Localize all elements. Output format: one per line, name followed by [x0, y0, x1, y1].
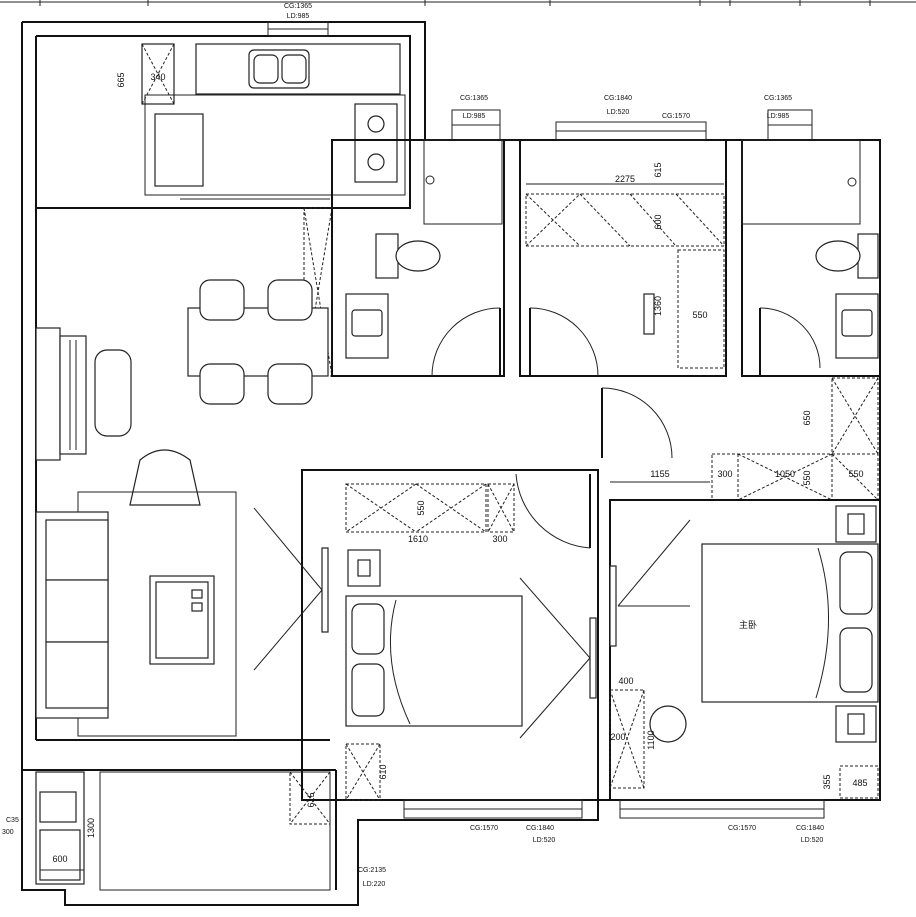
side-label-b: 300 — [2, 829, 14, 836]
bed2-window-cg2: CG:1840 — [526, 825, 554, 832]
closet-window-cg2: CG:1570 — [662, 113, 690, 120]
wardrobe-550b-dim: 550 — [848, 469, 863, 479]
balcony-615-dim: 615 — [306, 792, 316, 807]
master-1100-dim: 1100 — [646, 730, 656, 749]
hall-1155-dim: 1155 — [650, 469, 669, 479]
bathroom-1 — [331, 109, 505, 377]
kitchen — [141, 43, 406, 200]
kitchen-window — [267, 21, 329, 37]
bed2-1610-dim: 1610 — [408, 534, 428, 544]
bath2-window-cg: CG:1365 — [764, 95, 792, 102]
balcony-window-cg: CG:2135 — [358, 867, 386, 874]
hall-cabinet — [610, 377, 879, 501]
top-ruler — [0, 0, 916, 6]
tv-wall — [35, 327, 132, 461]
bed2-window-ld: LD:520 — [533, 837, 556, 844]
coffee-table — [149, 575, 215, 665]
bath2-window-ld: LD:985 — [767, 113, 790, 120]
balcony-600-dim: 600 — [52, 854, 67, 864]
bedroom-2 — [253, 469, 599, 819]
balcony — [35, 771, 331, 891]
balcony-1300-dim: 1300 — [86, 818, 96, 838]
closet-width-dim: 2275 — [615, 174, 635, 184]
bed2-550-dim: 550 — [416, 500, 426, 515]
closet-side-width-dim: 550 — [692, 310, 707, 320]
master-window-ld: LD:520 — [801, 837, 824, 844]
closet-top-dim: 615 — [653, 162, 663, 177]
closet-window-cg: CG:1840 — [604, 95, 632, 102]
armchair — [129, 449, 201, 506]
bath1-window-cg: CG:1365 — [460, 95, 488, 102]
walk-in-closet — [519, 121, 727, 377]
sofa — [35, 511, 109, 719]
master-window-cg: CG:1570 — [728, 825, 756, 832]
balcony-window-ld: LD:220 — [363, 881, 386, 888]
hall-door — [601, 387, 673, 459]
kitchen-height-dim: 665 — [116, 72, 126, 87]
bath1-window-ld: LD:985 — [463, 113, 486, 120]
master-200-dim: 200 — [610, 732, 625, 742]
wardrobe-1050-dim: 1050 — [775, 469, 795, 479]
kitchen-window-ld: LD:985 — [287, 13, 310, 20]
kitchen-window-cg: CG:1365 — [284, 3, 312, 10]
hall-650-dim: 650 — [802, 410, 812, 425]
bed2-610-dim: 610 — [378, 764, 388, 779]
living-balcony-divider — [22, 739, 337, 890]
closet-side-dim: 1360 — [653, 296, 663, 316]
dining-set — [187, 279, 329, 405]
closet-window-ld: LD:520 — [607, 109, 630, 116]
master-485-dim: 485 — [852, 778, 867, 788]
bathroom-2 — [741, 109, 881, 377]
kitchen-width-dim: 340 — [150, 72, 165, 82]
closet-depth-dim: 600 — [653, 214, 663, 229]
wardrobe-300-dim: 300 — [717, 469, 732, 479]
wardrobe-550a-dim: 550 — [802, 470, 812, 485]
master-room-label: 主卧 — [739, 619, 757, 630]
bed2-300-dim: 300 — [492, 534, 507, 544]
master-bedroom — [609, 499, 881, 819]
bed2-window-cg: CG:1570 — [470, 825, 498, 832]
master-window-cg2: CG:1840 — [796, 825, 824, 832]
side-label-a: C35 — [6, 817, 19, 824]
master-400-dim: 400 — [618, 676, 633, 686]
master-355-dim: 355 — [822, 774, 832, 789]
